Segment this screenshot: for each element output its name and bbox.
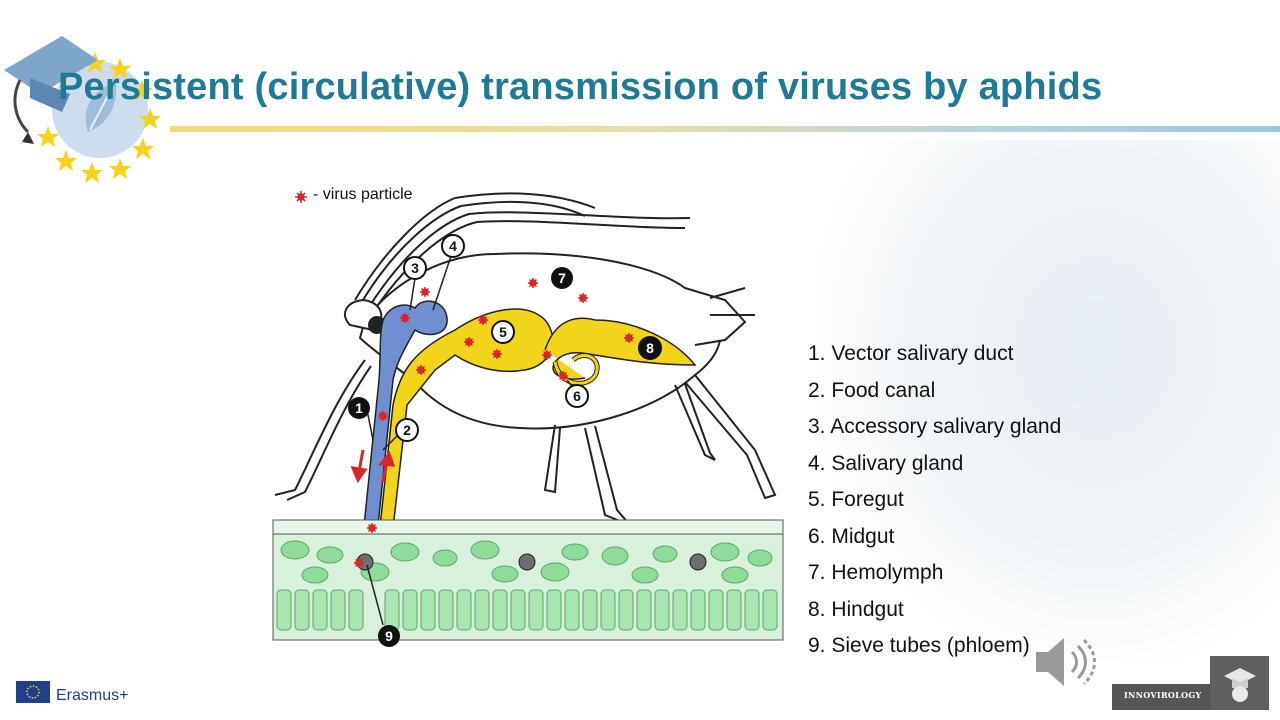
callout-2-label: 2: [403, 422, 411, 438]
callout-3: 3: [403, 256, 427, 311]
innovirology-logo-text: INNOVIROLOGY: [1124, 690, 1202, 700]
callout-7: 7: [551, 267, 573, 289]
legend-item: 8. Hindgut: [808, 597, 904, 621]
legend-item: 6. Midgut: [808, 524, 895, 548]
callout-5-label: 5: [499, 324, 507, 340]
virus-particle-key: - virus particle: [295, 186, 413, 203]
callout-4: 4: [432, 234, 465, 311]
aphid-virus-transmission-diagram: - virus particle: [272, 186, 784, 647]
callout-8: 8: [638, 336, 662, 360]
legend-item: 1. Vector salivary duct: [808, 342, 1014, 365]
salivary-system: [360, 300, 448, 556]
callout-4-label: 4: [449, 238, 457, 254]
virus-particles: [354, 278, 634, 568]
legend-item: 2. Food canal: [808, 378, 936, 402]
callouts: 1 2 3 4 5 6 7: [348, 234, 662, 647]
slide-title: Persistent (circulative) transmission of…: [58, 66, 1103, 108]
legend-item: 9. Sieve tubes (phloem): [808, 634, 1030, 657]
legend-item: 4. Salivary gland: [808, 451, 964, 475]
legend-item: 5. Foregut: [808, 488, 904, 511]
callout-9-label: 9: [385, 628, 393, 644]
callout-2: 2: [382, 418, 419, 451]
innovirology-logo: [1112, 656, 1269, 710]
callout-5: 5: [491, 320, 515, 344]
callout-3-label: 3: [411, 260, 419, 276]
callout-7-label: 7: [558, 270, 566, 286]
legend-item: 7. Hemolymph: [808, 561, 944, 584]
eu-flag-icon: [16, 681, 50, 703]
callout-9: 9: [366, 564, 400, 647]
virus-particle-key-label: - virus particle: [313, 186, 413, 203]
callout-1: 1: [348, 397, 374, 441]
background-wash: [820, 140, 1280, 660]
callout-6: 6: [565, 379, 589, 408]
legs: [274, 359, 777, 526]
speaker-icon[interactable]: [1030, 630, 1098, 694]
legend-item: 3. Accessory salivary gland: [808, 415, 1062, 438]
erasmus-plus-logo-text: Erasmus+: [56, 687, 129, 704]
legend-list: 1. Vector salivary duct 2. Food canal 3.…: [808, 340, 1061, 669]
title-underline: [170, 126, 1280, 132]
callout-8-label: 8: [646, 340, 654, 356]
flow-arrows: [350, 449, 396, 484]
callout-6-label: 6: [573, 388, 581, 404]
graduation-cap-eu-stars-icon: [4, 36, 161, 183]
leaf-cross-section: [272, 519, 784, 641]
callout-1-label: 1: [355, 400, 363, 416]
